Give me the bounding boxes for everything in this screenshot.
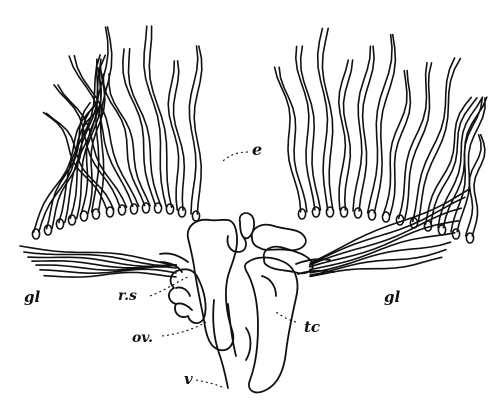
tubule-left-7-edge-a [189, 46, 197, 214]
figure-labels: e gl r.s ov. tc v gl [24, 140, 400, 388]
label-gl-left: gl [24, 288, 40, 306]
leader-v [196, 380, 224, 388]
tubule-left-0-bulb [106, 207, 113, 217]
gland-duct-right-4 [310, 233, 455, 270]
tubule-right-3-edge-a [339, 60, 349, 210]
label-rs: r.s [118, 288, 137, 304]
tubule-left-7-bulb [192, 211, 199, 221]
tubule-right-4-bulb [354, 208, 361, 218]
label-e: e [252, 140, 262, 159]
tubule-right-6-bulb [382, 212, 389, 222]
label-ov: ov. [132, 330, 153, 346]
tubule-right-5-bulb [368, 210, 375, 220]
tubule-left-10-bulb [68, 215, 75, 225]
tubule-left-7-edge-b [194, 46, 202, 214]
tubular-duct [245, 258, 298, 393]
tubule-left-9-bulb [80, 211, 87, 221]
accessory-lobe-2 [240, 213, 254, 238]
tubule-right-0-bulb [298, 209, 305, 219]
median-body [188, 220, 237, 351]
tubule-right-10-bulb [438, 225, 445, 235]
tubule-right-12-edge-b [472, 135, 485, 236]
tubule-right-1-edge-a [296, 46, 315, 209]
label-tc: tc [304, 318, 320, 336]
leader-e [222, 152, 248, 162]
tubule-left-12-bulb [44, 225, 51, 235]
leader-ov [162, 322, 206, 336]
gland-duct-left-1 [24, 252, 176, 266]
tubule-right-1-bulb [312, 207, 319, 217]
label-v: v [184, 370, 193, 388]
tubule-left-2-bulb [130, 204, 137, 214]
leader-lines [150, 152, 296, 388]
tubule-right-0-edge-a [275, 67, 301, 212]
tubule-right-4-edge-a [353, 46, 370, 211]
tubule-left-3-bulb [142, 203, 149, 213]
tubule-left-4-bulb [154, 203, 161, 213]
tubule-left-5-bulb [166, 204, 173, 214]
label-gl-right: gl [384, 288, 400, 306]
tubule-right-2-bulb [326, 207, 333, 217]
gland-duct-right-1 [310, 197, 465, 264]
tubule-left-13-edge-a [34, 105, 96, 232]
tubule-left-1-bulb [118, 205, 125, 215]
tubule-left-6-bulb [178, 207, 185, 217]
gland-duct-left-6 [44, 272, 176, 277]
tubule-left-13-bulb [32, 229, 39, 239]
central-reproductive-organs [160, 213, 334, 392]
tubule-right-3-bulb [340, 207, 347, 217]
tubule-left-8-bulb [92, 209, 99, 219]
tubule-right-11-bulb [452, 229, 459, 239]
vagina [213, 300, 228, 388]
tubule-right-12-bulb [466, 233, 473, 243]
tubule-right-5-edge-b [374, 35, 395, 213]
